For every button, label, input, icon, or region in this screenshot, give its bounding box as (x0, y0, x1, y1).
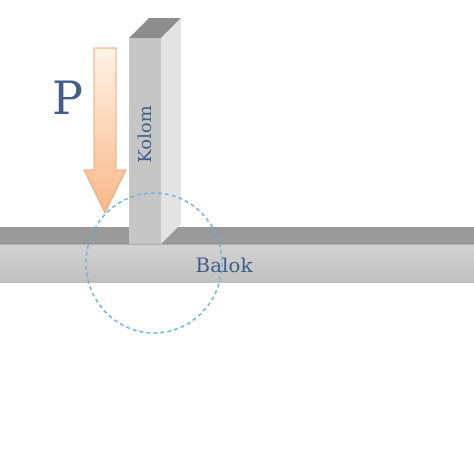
column-front-face (129, 38, 161, 244)
joint-circle (85, 192, 223, 334)
beam-label: Balok (195, 253, 253, 277)
column-label: Kolom (135, 105, 156, 162)
down-arrow-icon (83, 47, 127, 215)
beam-front-face (0, 244, 474, 283)
column-top-face (129, 18, 181, 38)
column (129, 18, 181, 244)
beam (0, 227, 474, 283)
beam-top-face (0, 227, 474, 244)
load-label: P (52, 71, 83, 125)
column-side-face (161, 18, 181, 244)
